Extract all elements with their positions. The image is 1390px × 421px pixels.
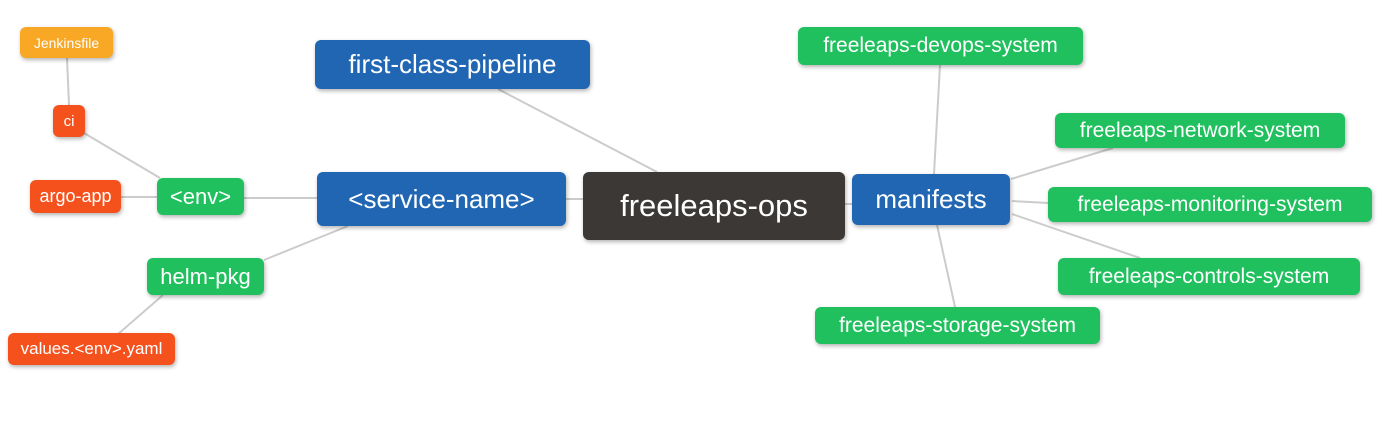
edge-ci-env xyxy=(83,132,161,179)
node-service-name[interactable]: <service-name> xyxy=(317,172,566,226)
edge-jenkinsfile-ci xyxy=(66,57,70,106)
node-manifests[interactable]: manifests xyxy=(852,174,1010,225)
node-freeleaps-controls-system[interactable]: freeleaps-controls-system xyxy=(1058,258,1360,295)
node-freeleaps-ops-root[interactable]: freeleaps-ops xyxy=(583,172,845,240)
node-first-class-pipeline[interactable]: first-class-pipeline xyxy=(315,40,590,89)
edge-manifests-monitoring xyxy=(1011,200,1049,204)
edge-manifests-devops xyxy=(933,64,941,175)
node-freeleaps-devops-system[interactable]: freeleaps-devops-system xyxy=(798,27,1083,65)
node-env[interactable]: <env> xyxy=(157,178,244,215)
node-helm-pkg[interactable]: helm-pkg xyxy=(147,258,264,295)
node-freeleaps-storage-system[interactable]: freeleaps-storage-system xyxy=(815,307,1100,344)
node-ci[interactable]: ci xyxy=(53,105,85,137)
node-values-env-yaml[interactable]: values.<env>.yaml xyxy=(8,333,175,365)
edge-manifests-network xyxy=(1010,147,1114,180)
edge-helm-pkg-values xyxy=(116,294,164,336)
node-freeleaps-monitoring-system[interactable]: freeleaps-monitoring-system xyxy=(1048,187,1372,222)
node-freeleaps-network-system[interactable]: freeleaps-network-system xyxy=(1055,113,1345,148)
edge-pipeline-root xyxy=(497,88,658,173)
edge-helm-pkg-service-name xyxy=(263,225,349,261)
edge-manifests-storage xyxy=(936,224,956,308)
node-argo-app[interactable]: argo-app xyxy=(30,180,121,213)
edge-manifests-controls xyxy=(1011,213,1141,259)
node-jenkinsfile[interactable]: Jenkinsfile xyxy=(20,27,113,58)
